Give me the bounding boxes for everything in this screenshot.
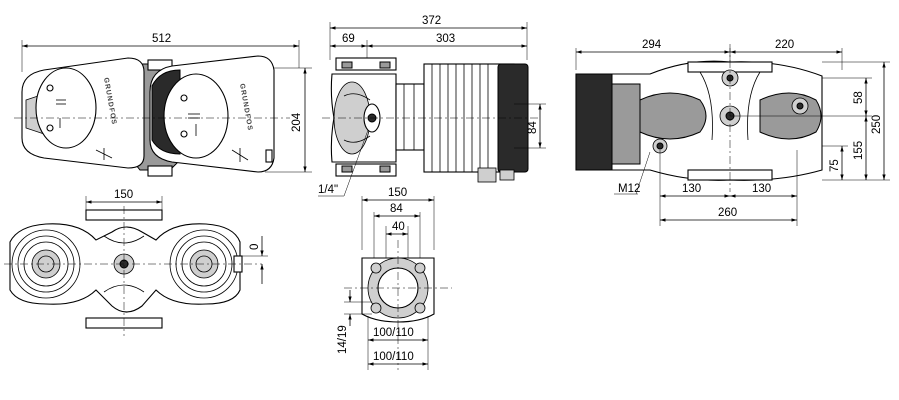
dim-overall-length: 512 (152, 33, 171, 45)
cooling-fins (431, 64, 489, 172)
dim-bolt-circle-outer: 100/110 (373, 351, 414, 363)
flange-view: 150 84 40 14/19 100/110 100/110 (337, 187, 452, 370)
dim-foot-right: 130 (752, 183, 771, 195)
bottom-view: 150 0 (4, 189, 268, 336)
dim-rear-width-left: 294 (642, 39, 662, 51)
dim-flange-inner: 40 (392, 221, 405, 233)
dim-rear-mid-height: 155 (853, 141, 865, 160)
dim-flange-width: 150 (388, 187, 407, 199)
dim-side-length: 372 (422, 15, 441, 27)
label-thread-size: M12 (618, 183, 640, 195)
dim-overall-height: 204 (291, 112, 303, 132)
dim-bolt-circle-inner: 100/110 (373, 327, 414, 339)
top-view: 512 204 GRUNDFOS GRUNDFOS (14, 33, 312, 177)
rear-view: 294 220 58 250 155 75 (575, 39, 890, 226)
dim-rear-width-right: 220 (775, 39, 794, 51)
dim-bore-center: 0 (249, 244, 261, 250)
dim-rear-offset-top: 58 (853, 91, 865, 104)
side-view: 372 69 303 (318, 15, 546, 197)
dim-bolt-hole: 14/19 (337, 325, 349, 354)
dim-foot-left: 130 (682, 183, 701, 195)
dim-foot-total: 260 (718, 207, 737, 219)
dim-flange-offset: 69 (342, 33, 355, 45)
label-port-thread: 1/4" (318, 184, 338, 196)
rear-control-box (575, 73, 613, 171)
dim-center-offset: 84 (527, 121, 539, 134)
dim-rear-low-height: 75 (829, 159, 841, 172)
dim-flange-bolt-offset: 84 (390, 203, 403, 215)
dim-motor-length: 303 (436, 33, 455, 45)
dim-top-flange-width: 150 (114, 189, 133, 201)
dim-rear-total-height: 250 (871, 115, 883, 134)
